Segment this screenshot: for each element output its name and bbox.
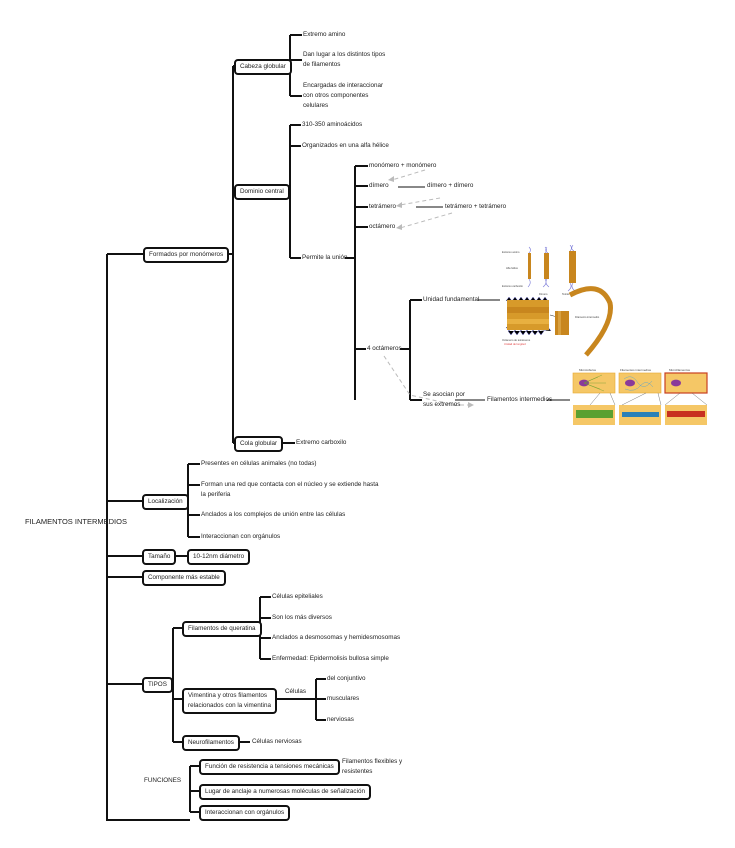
node-queratina[interactable]: Filamentos de queratina <box>182 621 262 637</box>
filament-assembly-image: Extremo amino Alfa hélice Extremo carbox… <box>502 245 613 357</box>
cabeza-item: con otros componentes <box>303 92 369 99</box>
cytoskeleton-comparison-image: Microtúbulos Filamentos intermedios Micr… <box>572 368 708 425</box>
node-dominio-central[interactable]: Dominio central <box>234 184 290 200</box>
filamentos-intermedios-label: Filamentos intermedios <box>487 396 553 403</box>
svg-text:Alfa hélice: Alfa hélice <box>506 266 519 270</box>
vimentina-item: del conjuntivo <box>327 675 366 682</box>
vimentina-line2: relacionados con la vimentina <box>188 702 271 709</box>
unidad-fundamental: Unidad fundamental <box>423 296 480 303</box>
cola-item: Extremo carboxilo <box>296 439 347 446</box>
svg-text:Filamento intermedio: Filamento intermedio <box>575 315 600 319</box>
node-formados[interactable]: Formados por monómeros <box>143 247 230 263</box>
celulas-label: Células <box>285 688 306 695</box>
localizacion-item: Anclados a los complejos de unión entre … <box>201 511 346 518</box>
vimentina-item: musculares <box>327 695 360 702</box>
funcion-note: resistentes <box>342 768 373 775</box>
node-vimentina[interactable]: Vimentina y otros filamentos relacionado… <box>182 688 277 714</box>
svg-text:Tetrámero: Tetrámero <box>562 292 574 296</box>
svg-text:Dímero: Dímero <box>539 292 548 296</box>
funcion-item[interactable]: Función de resistencia a tensiones mecán… <box>199 759 340 775</box>
union-step: tetrámero <box>369 203 396 210</box>
queratina-item: Enfermedad: Epidermolisis bullosa simple <box>272 655 389 662</box>
svg-text:Extremo carboxilo: Extremo carboxilo <box>502 284 523 288</box>
svg-text:Microfilamentos: Microfilamentos <box>669 368 691 372</box>
localizacion-item: Interaccionan con orgánulos <box>201 533 281 540</box>
node-localizacion[interactable]: Localización <box>142 494 189 510</box>
node-tamano-value[interactable]: 10-12nm diámetro <box>187 549 251 565</box>
asocian-line1: Se asocian por <box>423 391 466 398</box>
cabeza-item: Dan lugar a los distintos tipos <box>303 51 386 58</box>
root-topic: FILAMENTOS INTERMEDIOS <box>25 517 127 526</box>
cabeza-item: Extremo amino <box>303 31 346 38</box>
union-step: monómero + monómero <box>369 162 437 169</box>
funcion-note: Filamentos flexibles y <box>342 758 403 765</box>
dominio-item: Organizados en una alfa hélice <box>302 142 389 149</box>
node-tipos[interactable]: TIPOS <box>142 677 173 693</box>
node-neurofilamentos[interactable]: Neurofilamentos <box>182 735 240 751</box>
union-step: octámero <box>369 223 396 230</box>
queratina-item: Anclados a desmosomas y hemidesmosomas <box>272 634 401 641</box>
cabeza-item: celulares <box>303 102 329 109</box>
asocian-line2: sus extremos <box>423 401 461 408</box>
fig1-label: Extremo amino <box>502 250 520 254</box>
funcion-item[interactable]: Lugar de anclaje a numerosas moléculas d… <box>199 784 371 800</box>
node-cabeza-globular[interactable]: Cabeza globular <box>234 59 292 75</box>
neuro-item: Células nerviosas <box>252 738 302 745</box>
union-step: dímero <box>369 182 389 189</box>
funcion-item[interactable]: Interaccionan con orgánulos <box>199 805 291 821</box>
localizacion-item: Forman una red que contacta con el núcle… <box>201 481 379 488</box>
localizacion-item: Presentes en células animales (no todas) <box>201 460 317 467</box>
union-step: dímero + dímero <box>427 182 474 189</box>
queratina-item: Son los más diversos <box>272 614 332 621</box>
funciones-label: FUNCIONES <box>144 777 182 784</box>
svg-text:Unidad de longitud: Unidad de longitud <box>504 342 526 346</box>
union-step: 4 octámeros <box>367 345 402 352</box>
svg-text:Microtúbulos: Microtúbulos <box>579 368 597 372</box>
node-cola-globular[interactable]: Cola globular <box>234 436 284 452</box>
queratina-item: Células epiteliales <box>272 593 323 600</box>
union-step: tetrámero + tetrámero <box>445 203 507 210</box>
vimentina-item: nerviosas <box>327 716 354 723</box>
node-tamano[interactable]: Tamaño <box>142 549 177 565</box>
dominio-item: 310-350 aminoácidos <box>302 121 363 128</box>
dominio-item: Permite la unión <box>302 254 348 261</box>
svg-text:Octámero de tetrámeros: Octámero de tetrámeros <box>502 338 531 342</box>
svg-text:Filamentos intermedios: Filamentos intermedios <box>620 368 652 372</box>
vimentina-line1: Vimentina y otros filamentos <box>188 692 267 699</box>
cabeza-item: Encargadas de interaccionar <box>303 82 384 89</box>
cabeza-item: de filamentos <box>303 61 341 68</box>
localizacion-item: la periferia <box>201 491 231 498</box>
node-componente-estable[interactable]: Componente más estable <box>142 570 226 586</box>
